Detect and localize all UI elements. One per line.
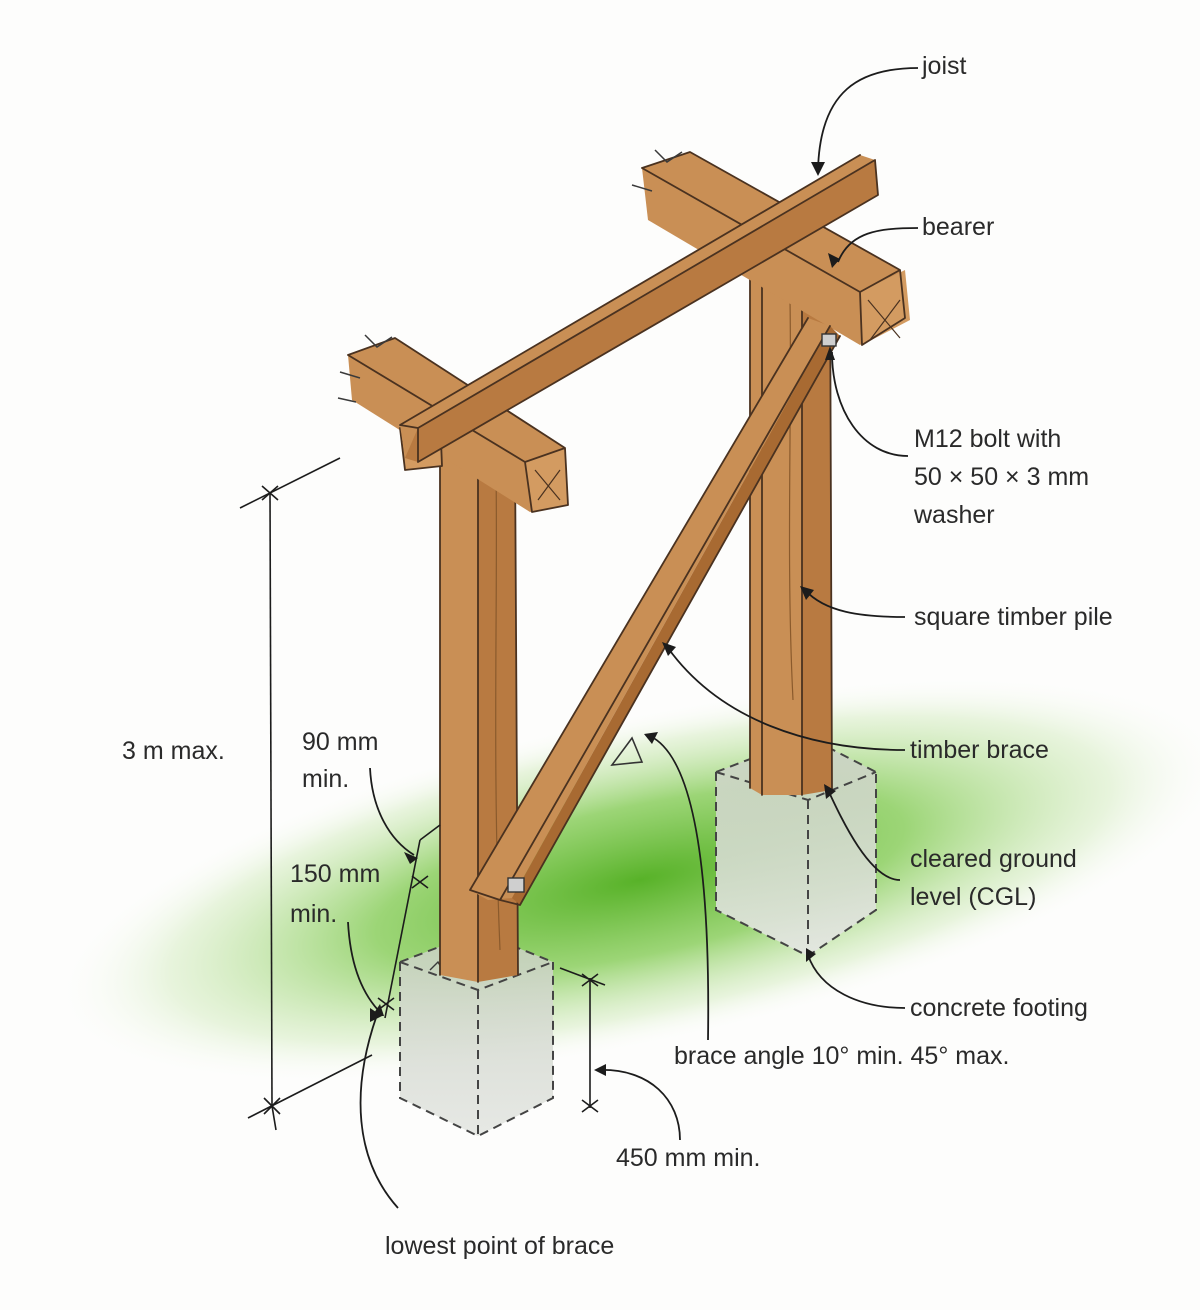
clearance-150-line1: 150 mm <box>290 860 381 888</box>
leader-lines <box>347 67 919 1209</box>
bearer-label: bearer <box>922 213 995 241</box>
embedment-dimension <box>559 967 606 1113</box>
joist <box>399 154 879 463</box>
timber-brace <box>469 317 841 906</box>
cgl-label-line2: level (CGL) <box>910 883 1037 911</box>
bolt-label-line2: 50 × 50 × 3 mm <box>914 463 1090 491</box>
clearance-dimension <box>377 824 441 1019</box>
brace-angle-mark <box>610 736 644 766</box>
bolt-label-line1: M12 bolt with <box>914 425 1062 453</box>
pile-label: square timber pile <box>914 603 1113 631</box>
brace-angle-label: brace angle 10° min. 45° max. <box>674 1042 1010 1070</box>
upper-bolt-washer <box>821 333 837 347</box>
cleared-ground-area <box>52 676 1200 1084</box>
height-label: 3 m max. <box>122 737 225 765</box>
left-concrete-footing <box>399 930 554 1138</box>
bolt-label-line3: washer <box>914 501 995 529</box>
lowest-point-label: lowest point of brace <box>385 1232 615 1260</box>
clearance-90-line1: 90 mm <box>302 728 379 756</box>
brace-label: timber brace <box>910 736 1049 764</box>
lower-bolt-washer <box>507 877 525 893</box>
clearance-150-line2: min. <box>290 900 338 928</box>
embedment-label: 450 mm min. <box>616 1144 761 1172</box>
arrowheads <box>370 162 840 1076</box>
cgl-label-line1: cleared ground <box>910 845 1077 873</box>
height-dimension <box>239 457 373 1131</box>
clearance-90-line2: min. <box>302 765 350 793</box>
footing-label: concrete footing <box>910 994 1088 1022</box>
left-timber-pile <box>439 435 519 983</box>
joist-label: joist <box>922 52 967 80</box>
